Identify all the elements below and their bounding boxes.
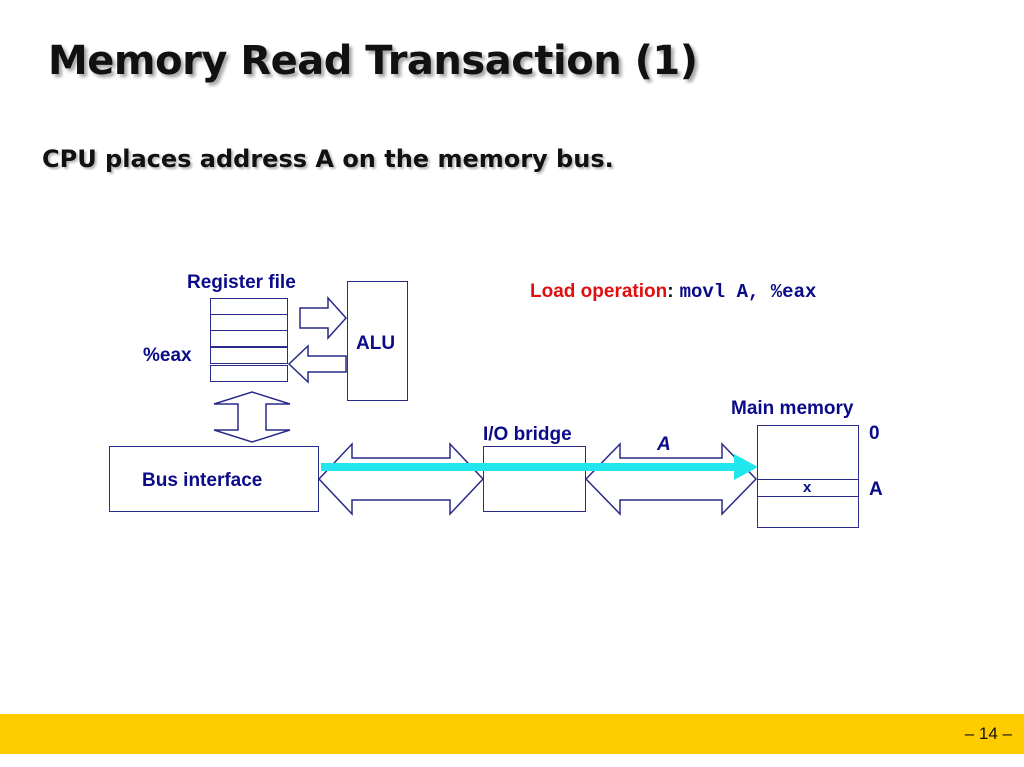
bus-interface-box [109,446,319,512]
load-operation-instruction: movl A, %eax [679,281,817,303]
load-operation-colon: : [667,281,674,302]
load-operation: Load operation:movl A, %eax [530,281,816,303]
slide-title: Memory Read Transaction (1) [48,38,698,84]
memory-region [757,496,859,528]
register-cell [210,330,288,347]
main-memory-label: Main memory [731,398,854,419]
memory-cell-value: x [803,479,812,496]
address-path-arrowhead [734,454,758,480]
memory-region [757,425,859,480]
io-bridge-label: I/O bridge [483,424,572,445]
bus-interface-label: Bus interface [142,470,263,491]
alu-box [347,281,408,401]
alu-label: ALU [356,333,396,354]
io-bridge-box [483,446,586,512]
slide-subtitle: CPU places address A on the memory bus. [42,145,614,173]
system-bus-double-arrow [317,442,485,516]
page-number: – 14 – [964,724,1012,743]
register-cell [210,365,288,382]
address-on-bus-label: A [657,434,671,455]
eax-label: %eax [143,345,192,366]
address-zero-label: 0 [869,423,880,444]
regfile-bus-double-arrow [213,391,291,443]
memory-bus-double-arrow [584,442,758,516]
register-cell-eax [210,347,288,364]
footer-bar: – 14 – [0,714,1024,754]
register-file-label: Register file [187,272,296,293]
address-a-label: A [869,479,883,500]
load-operation-label: Load operation [530,281,668,302]
alu-to-regfile-arrow [287,344,347,384]
regfile-to-alu-arrow [299,296,348,340]
